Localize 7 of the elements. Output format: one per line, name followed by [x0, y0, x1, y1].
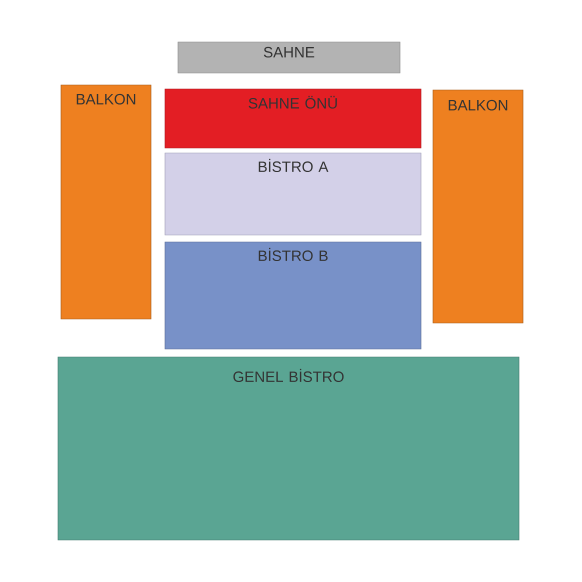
seating-section: BALKON — [432, 90, 524, 324]
seating-section: BALKON — [60, 84, 152, 320]
seating-section: SAHNE ÖNÜ — [164, 88, 422, 148]
seating-section: BİSTRO A — [164, 152, 422, 236]
seating-section: GENEL BİSTRO — [58, 356, 520, 540]
seating-section: SAHNE — [178, 42, 400, 74]
seating-section: BİSTRO B — [164, 242, 422, 350]
